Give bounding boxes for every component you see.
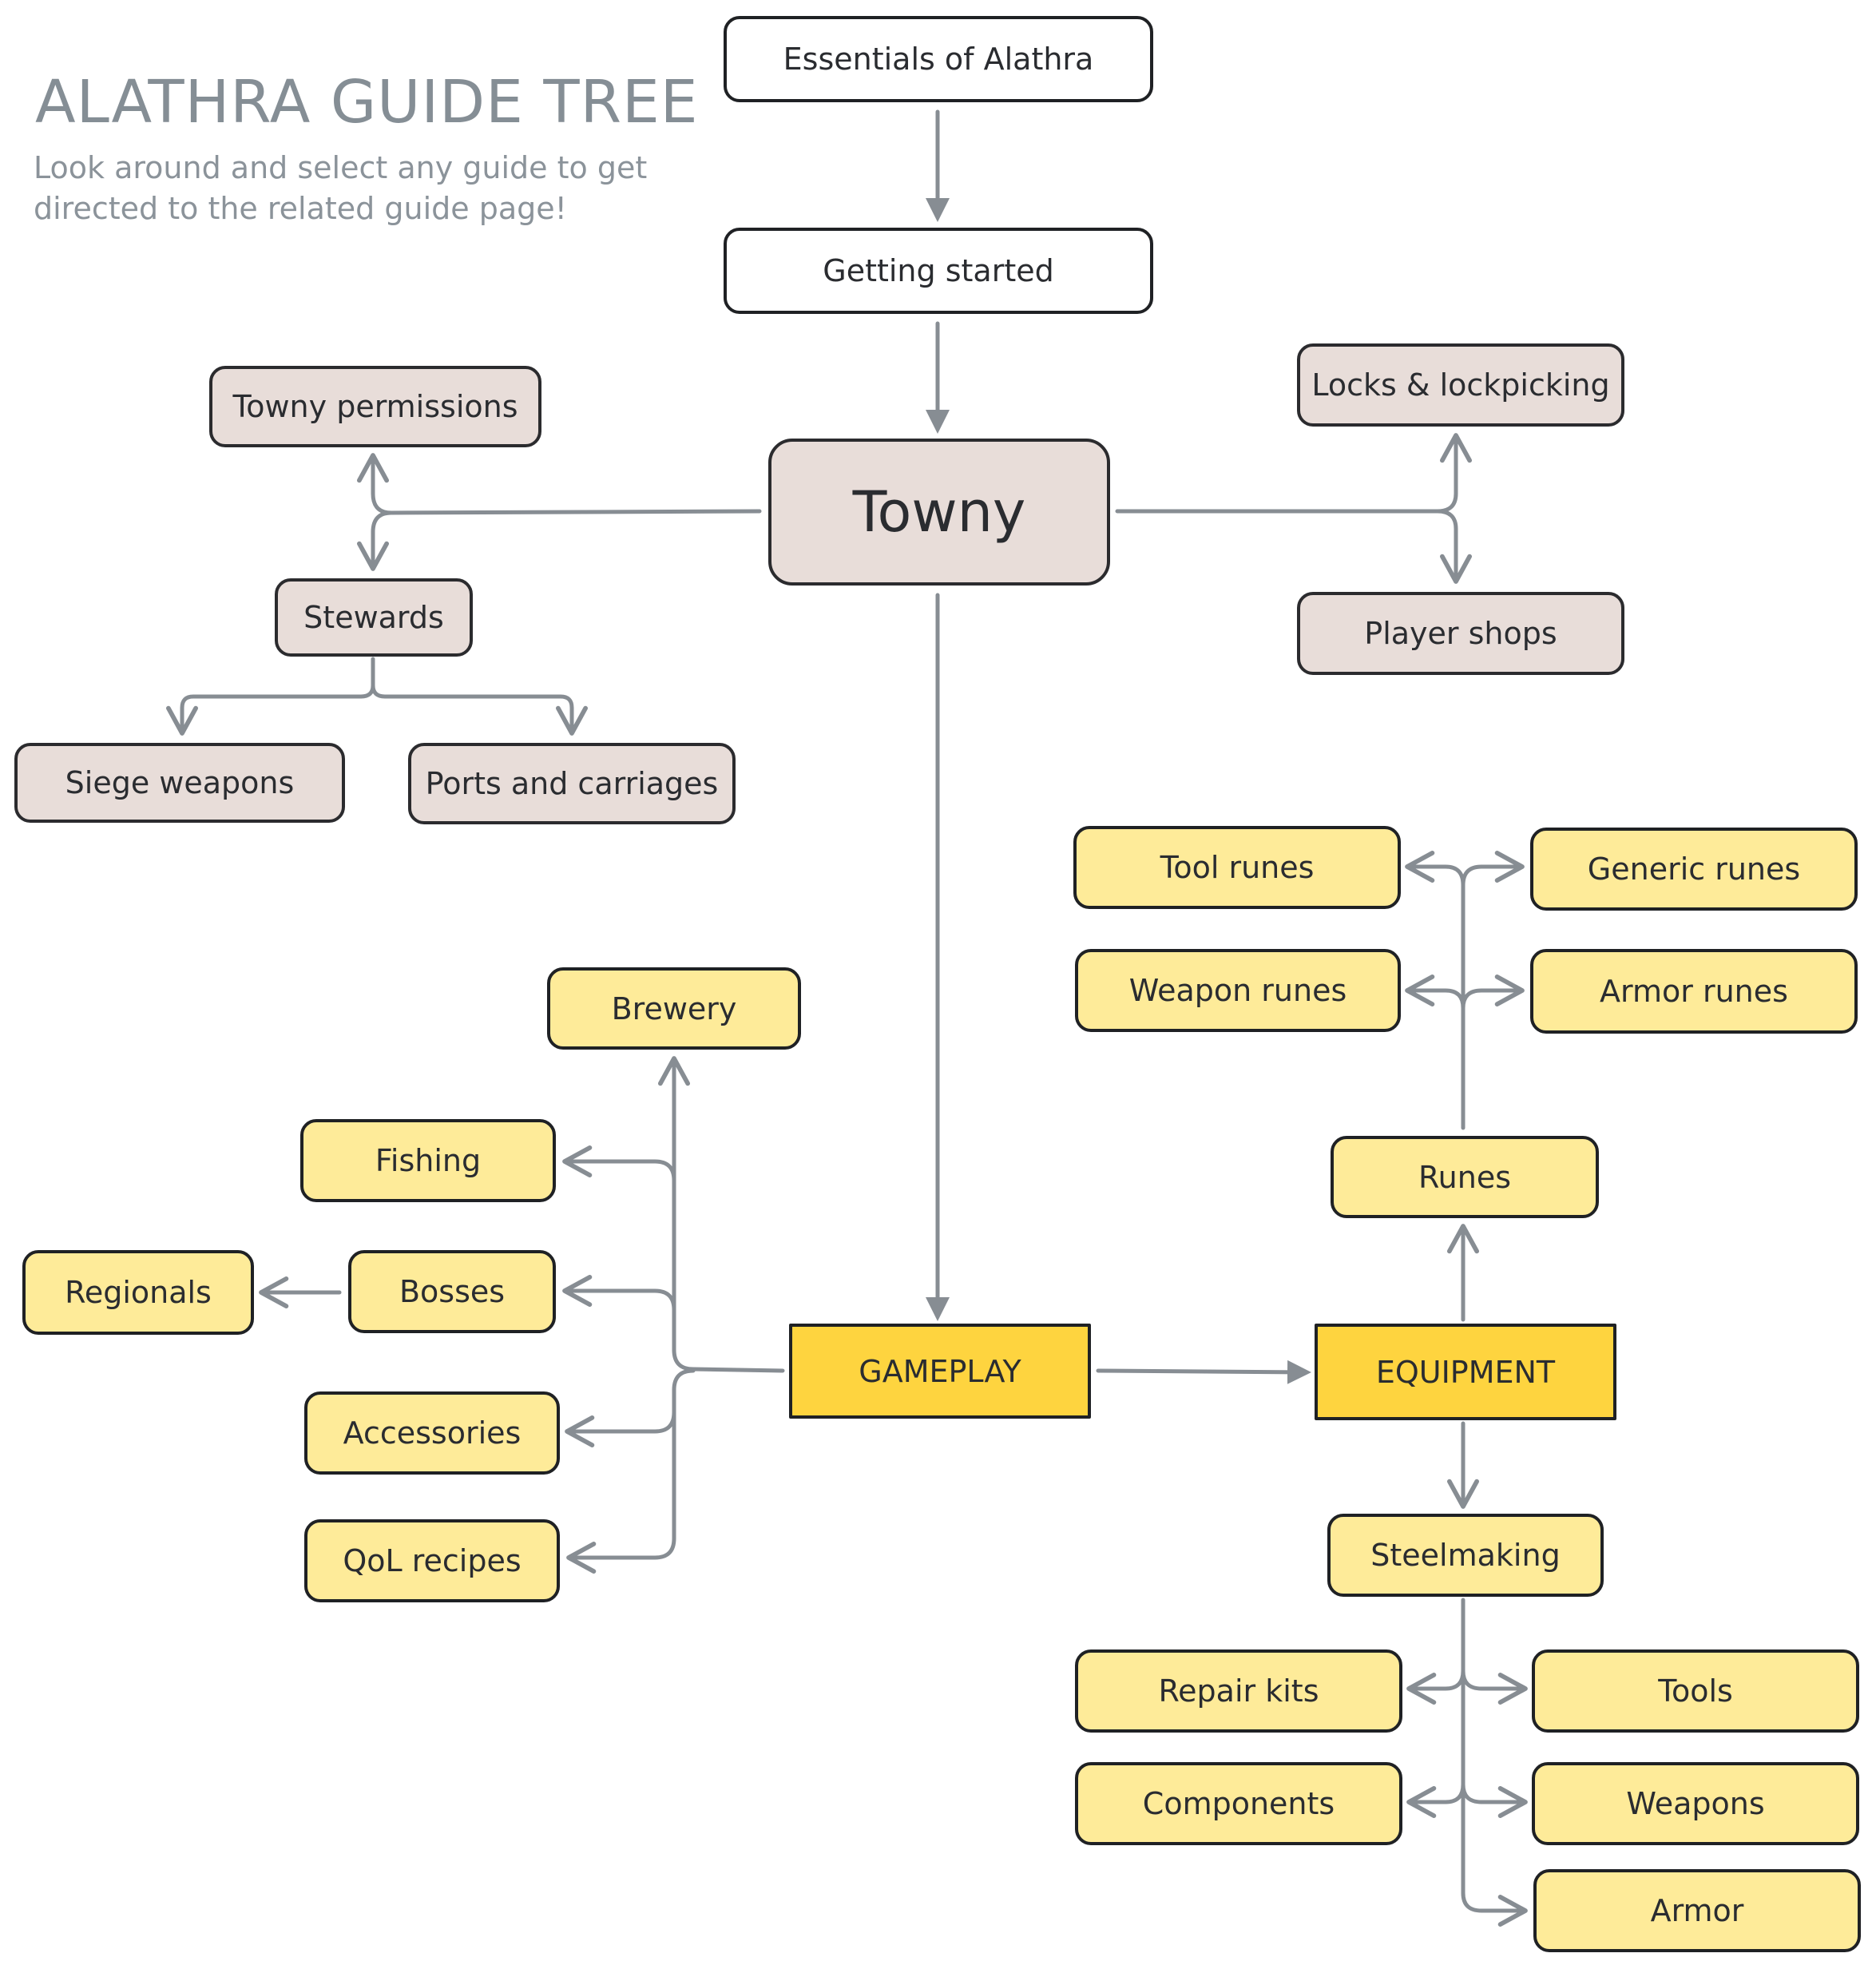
runes-node[interactable]: Runes	[1331, 1136, 1599, 1218]
generic-runes-node[interactable]: Generic runes	[1530, 828, 1858, 911]
essentials-node[interactable]: Essentials of Alathra	[724, 16, 1153, 102]
arrow-steelmaking-to-components	[1406, 1782, 1466, 1818]
arrow-runes-to-tool-runes	[1405, 851, 1466, 1130]
page-title: ALATHRA GUIDE TREE	[35, 68, 699, 137]
gameplay-node[interactable]: GAMEPLAY	[789, 1324, 1091, 1419]
accessories-node[interactable]: Accessories	[304, 1391, 560, 1475]
weapon-runes-node[interactable]: Weapon runes	[1075, 949, 1401, 1032]
arrow-gameplay-to-fishing	[562, 1145, 676, 1352]
arrow-gameplay-to-equipment	[1096, 1360, 1311, 1384]
towny-node[interactable]: Towny	[768, 439, 1110, 586]
arrow-towny-to-locks	[1115, 433, 1472, 514]
brewery-node[interactable]: Brewery	[547, 967, 801, 1050]
arrow-towny-to-player-shops	[1435, 509, 1472, 584]
components-node[interactable]: Components	[1075, 1762, 1402, 1845]
arrow-towny-to-towny-permissions	[357, 453, 762, 515]
bosses-node[interactable]: Bosses	[348, 1250, 556, 1333]
tools-node[interactable]: Tools	[1532, 1649, 1859, 1733]
steelmaking-node[interactable]: Steelmaking	[1327, 1514, 1604, 1597]
arrow-gameplay-to-bosses	[562, 1275, 676, 1352]
qol-recipes-node[interactable]: QoL recipes	[304, 1519, 560, 1602]
armor-node[interactable]: Armor	[1533, 1869, 1861, 1952]
armor-runes-node[interactable]: Armor runes	[1530, 949, 1858, 1034]
tool-runes-node[interactable]: Tool runes	[1073, 826, 1401, 909]
arrow-towny-to-stewards	[357, 510, 394, 571]
equipment-node[interactable]: EQUIPMENT	[1315, 1324, 1616, 1420]
arrow-runes-to-armor-runes	[1461, 975, 1525, 1010]
arrow-steelmaking-to-armor	[1461, 1598, 1528, 1927]
repair-kits-node[interactable]: Repair kits	[1075, 1649, 1402, 1733]
siege-weapons-node[interactable]: Siege weapons	[14, 743, 345, 823]
arrow-stewards-to-ports	[371, 683, 588, 736]
fishing-node[interactable]: Fishing	[300, 1119, 556, 1202]
player-shops-node[interactable]: Player shops	[1297, 592, 1624, 675]
arrow-runes-to-weapon-runes	[1405, 975, 1466, 1010]
towny-permissions-node[interactable]: Towny permissions	[209, 366, 541, 447]
stewards-node[interactable]: Stewards	[275, 578, 473, 657]
arrow-stewards-to-siege-weapons	[166, 657, 375, 736]
arrow-steelmaking-to-tools	[1461, 1669, 1528, 1705]
page-subtitle: Look around and select any guide to get …	[34, 150, 648, 226]
arrow-steelmaking-to-weapons	[1461, 1782, 1528, 1818]
arrow-gameplay-to-qol-recipes	[566, 1387, 676, 1574]
ports-and-carriages-node[interactable]: Ports and carriages	[408, 743, 736, 824]
weapons-node[interactable]: Weapons	[1532, 1762, 1859, 1845]
getting-started-node[interactable]: Getting started	[724, 228, 1153, 314]
regionals-node[interactable]: Regionals	[22, 1250, 254, 1335]
arrow-steelmaking-to-repair-kits	[1406, 1669, 1466, 1705]
arrow-runes-to-generic-runes	[1461, 851, 1525, 887]
locks-lockpicking-node[interactable]: Locks & lockpicking	[1297, 343, 1624, 427]
arrow-gameplay-to-brewery	[658, 1056, 785, 1373]
